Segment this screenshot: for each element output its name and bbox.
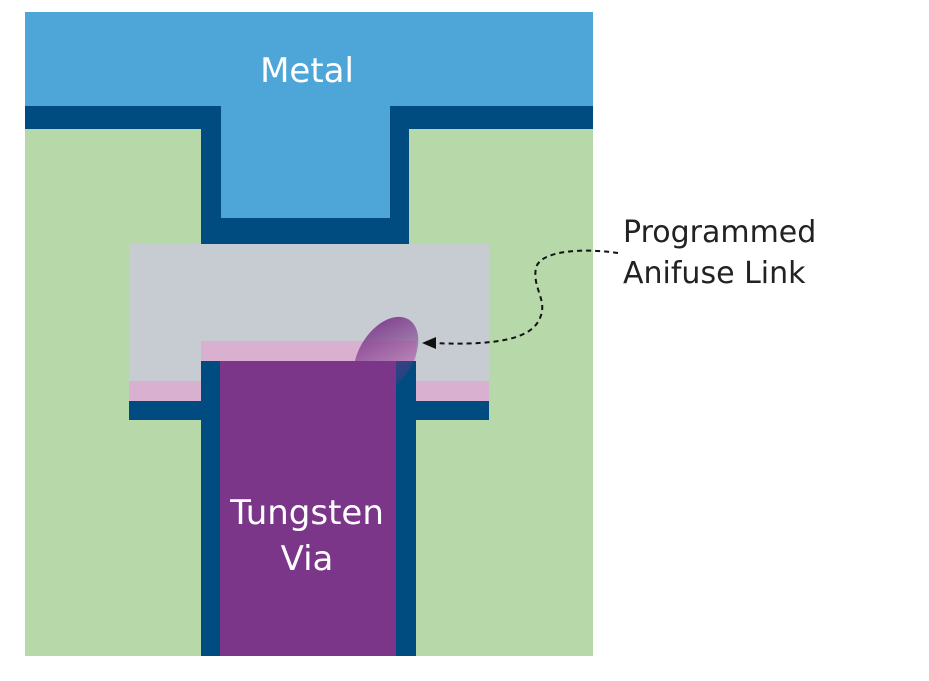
programmed-antifuse-link xyxy=(353,316,419,396)
tungsten-via-label-line1: Tungsten xyxy=(229,493,384,533)
metal-barrier-right xyxy=(390,106,593,129)
tungsten-via xyxy=(220,361,396,656)
metal-label: Metal xyxy=(260,51,354,91)
metal-layer xyxy=(25,12,593,106)
metal-barrier-left xyxy=(25,106,221,129)
callout-label-line2: Anifuse Link xyxy=(623,256,806,291)
callout-label-line1: Programmed xyxy=(623,215,816,250)
callout-arrowhead xyxy=(422,337,436,349)
metal-plug xyxy=(221,100,390,218)
tungsten-via-label-line2: Via xyxy=(281,539,334,579)
callout-arrow-line xyxy=(431,249,619,345)
